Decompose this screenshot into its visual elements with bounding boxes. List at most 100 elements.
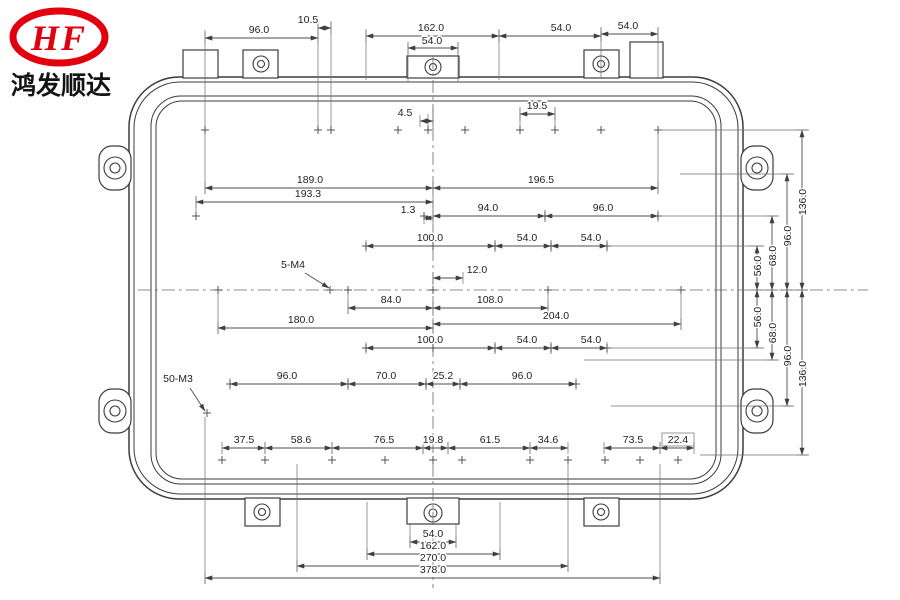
dimension-label: 54.0 (551, 22, 572, 34)
dimension-label: 25.2 (433, 370, 454, 382)
dimension-label: 54.0 (581, 232, 602, 244)
dimension-label: 162.0 (420, 540, 446, 552)
hole-cross (314, 126, 322, 134)
hole-cross (326, 286, 334, 294)
hole-cross (677, 286, 685, 294)
dimension-label: 54.0 (618, 20, 639, 32)
hole-cross (636, 456, 644, 464)
leader-label: 50-M3 (163, 373, 193, 385)
dimension-label: 96.0 (782, 346, 794, 367)
hole-cross (381, 456, 389, 464)
logo-brand-text: HF (30, 18, 87, 58)
dimension-label: 54.0 (422, 35, 443, 47)
hole-cross (541, 212, 549, 220)
hole-cross (424, 126, 432, 134)
hole-cross (344, 380, 352, 388)
hole-cross (429, 344, 437, 352)
dimension-label: 68.0 (767, 323, 779, 344)
hole-cross (456, 380, 464, 388)
dimension-label: 84.0 (381, 294, 402, 306)
hole-cross (654, 126, 662, 134)
dimension-label: 1.3 (401, 204, 416, 216)
dimension-label: 58.6 (291, 434, 312, 446)
hole-cross (603, 344, 611, 352)
dimension-label: 96.0 (593, 202, 614, 214)
leader-line (304, 272, 330, 289)
logo-company-text: 鸿发顺达 (11, 71, 111, 100)
dimension-label: 12.0 (467, 264, 488, 276)
hole-cross (192, 212, 200, 220)
dimension-label: 68.0 (767, 246, 779, 267)
dimension-label: 96.0 (512, 370, 533, 382)
dimension-label: 196.5 (528, 174, 554, 186)
dimension-label: 54.0 (423, 528, 444, 540)
dimension-label: 100.0 (417, 232, 443, 244)
dimension-label: 76.5 (374, 434, 395, 446)
hole-cross (214, 286, 222, 294)
dimension-label: 96.0 (249, 24, 270, 36)
hole-cross (491, 344, 499, 352)
dimension-label: 34.6 (538, 434, 559, 446)
dimension-label: 19.8 (423, 434, 444, 446)
dimension-label: 54.0 (517, 334, 538, 346)
bottom-tabs (244, 497, 620, 527)
dimension-label: 61.5 (480, 434, 501, 446)
hole-cross (597, 126, 605, 134)
dimension-label: 270.0 (420, 552, 446, 564)
dimension-label: 136.0 (797, 189, 809, 215)
logo-oval (9, 7, 109, 67)
dimension-label: 94.0 (478, 202, 499, 214)
hole-cross (458, 456, 466, 464)
hole-cross (327, 126, 335, 134)
hole-cross (429, 286, 437, 294)
hole-cross (226, 380, 234, 388)
hole-cross (547, 344, 555, 352)
dimension-label: 189.0 (297, 174, 323, 186)
hole-cross (422, 380, 430, 388)
hole-cross (654, 212, 662, 220)
dimension-label: 162.0 (418, 22, 444, 34)
dimension-label: 4.5 (398, 107, 413, 119)
dimension-label: 54.0 (581, 334, 602, 346)
dimension-label: 37.5 (234, 434, 255, 446)
hole-cross (491, 242, 499, 250)
hole-cross (564, 456, 572, 464)
hole-cross (394, 126, 402, 134)
hole-cross (429, 456, 437, 464)
hole-cross (572, 380, 580, 388)
hole-cross (461, 126, 469, 134)
hole-cross (362, 242, 370, 250)
dimension-label: 96.0 (277, 370, 298, 382)
hole-cross (429, 242, 437, 250)
dimension-label: 96.0 (782, 226, 794, 247)
hole-cross (544, 286, 552, 294)
dimension-label: 22.4 (668, 434, 689, 446)
hole-cross (201, 126, 209, 134)
hole-cross (674, 456, 682, 464)
top-tabs (182, 41, 664, 79)
hole-cross (344, 286, 352, 294)
dimension-label: 19.5 (527, 100, 548, 112)
hole-cross (516, 126, 524, 134)
dimension-label: 136.0 (797, 361, 809, 387)
dimension-label: 180.0 (288, 314, 314, 326)
dimension-label: 204.0 (543, 310, 569, 322)
hole-cross (551, 126, 559, 134)
hole-cross (362, 344, 370, 352)
hole-cross (420, 212, 428, 220)
hole-cross (218, 456, 226, 464)
dimension-label: 378.0 (420, 564, 446, 576)
dimension-label: 56.0 (752, 307, 764, 328)
dimension-label: 100.0 (417, 334, 443, 346)
leader-label: 5-M4 (281, 259, 305, 271)
hole-cross (547, 242, 555, 250)
dimension-label: 56.0 (752, 256, 764, 277)
hole-cross (328, 456, 336, 464)
dimension-label: 70.0 (376, 370, 397, 382)
dimension-label: 73.5 (623, 434, 644, 446)
hole-cross (603, 242, 611, 250)
mounting-ears (98, 145, 774, 434)
